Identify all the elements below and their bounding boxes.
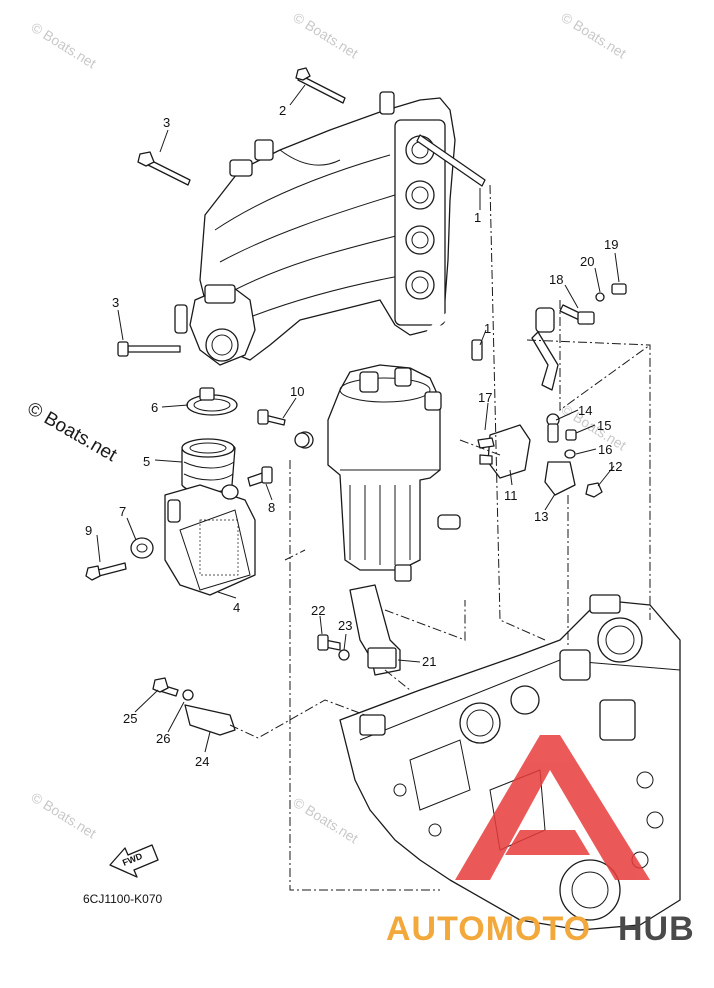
watermark: © Boats.net [28,19,99,72]
callout-10: 10 [290,384,304,399]
callout-6: 6 [151,400,158,415]
callout-24: 24 [195,754,209,769]
callout-1-upper: 1 [474,210,481,225]
callout-4: 4 [233,600,240,615]
callout-15: 15 [597,418,611,433]
callout-3-lower: 3 [112,295,119,310]
callout-22: 22 [311,603,325,618]
part-code: 6CJ1100-K070 [83,892,162,906]
callout-18: 18 [549,272,563,287]
callout-21: 21 [422,654,436,669]
callout-12: 12 [608,459,622,474]
callout-23: 23 [338,618,352,633]
leader-lines [96,84,620,753]
callout-19: 19 [604,237,618,252]
solenoid-valve [477,283,627,498]
boats-net-watermark: © Boats.net [24,398,121,466]
callout-7: 7 [119,504,126,519]
brand-left: AUTOMOTO [386,910,591,948]
callout-11: 11 [504,488,518,503]
callout-16: 16 [598,442,612,457]
intake-manifold [174,91,456,366]
automotohub-logo: AUTOMOTO HUB [386,910,695,948]
callout-25: 25 [123,711,137,726]
watermark: © Boats.net [290,794,361,847]
watermark: © Boats.net [28,789,99,842]
watermark: © Boats.net [290,9,361,62]
brackets [152,584,401,736]
automoto-triangle-logo [455,735,650,880]
callout-8: 8 [268,500,275,515]
watermark: © Boats.net [558,9,629,62]
callout-1-lower: 1 [484,321,491,336]
callout-numbers: 1 1 2 3 3 4 5 6 7 8 9 10 11 12 13 14 15 … [85,103,622,769]
callout-17: 17 [478,390,492,405]
callout-26: 26 [156,731,170,746]
vapor-separator [296,364,461,582]
reference-lines [229,184,651,891]
brand-right: HUB [618,910,695,948]
callout-3-upper: 3 [163,115,170,130]
intake-silencer [85,387,310,596]
callout-5: 5 [143,454,150,469]
fwd-arrow-icon: FWD [109,844,159,878]
callout-2: 2 [279,103,286,118]
callout-14: 14 [578,403,592,418]
watermark: © Boats.net [558,401,629,454]
callout-9: 9 [85,523,92,538]
bolts [117,67,486,361]
callout-13: 13 [534,509,548,524]
callout-20: 20 [580,254,594,269]
